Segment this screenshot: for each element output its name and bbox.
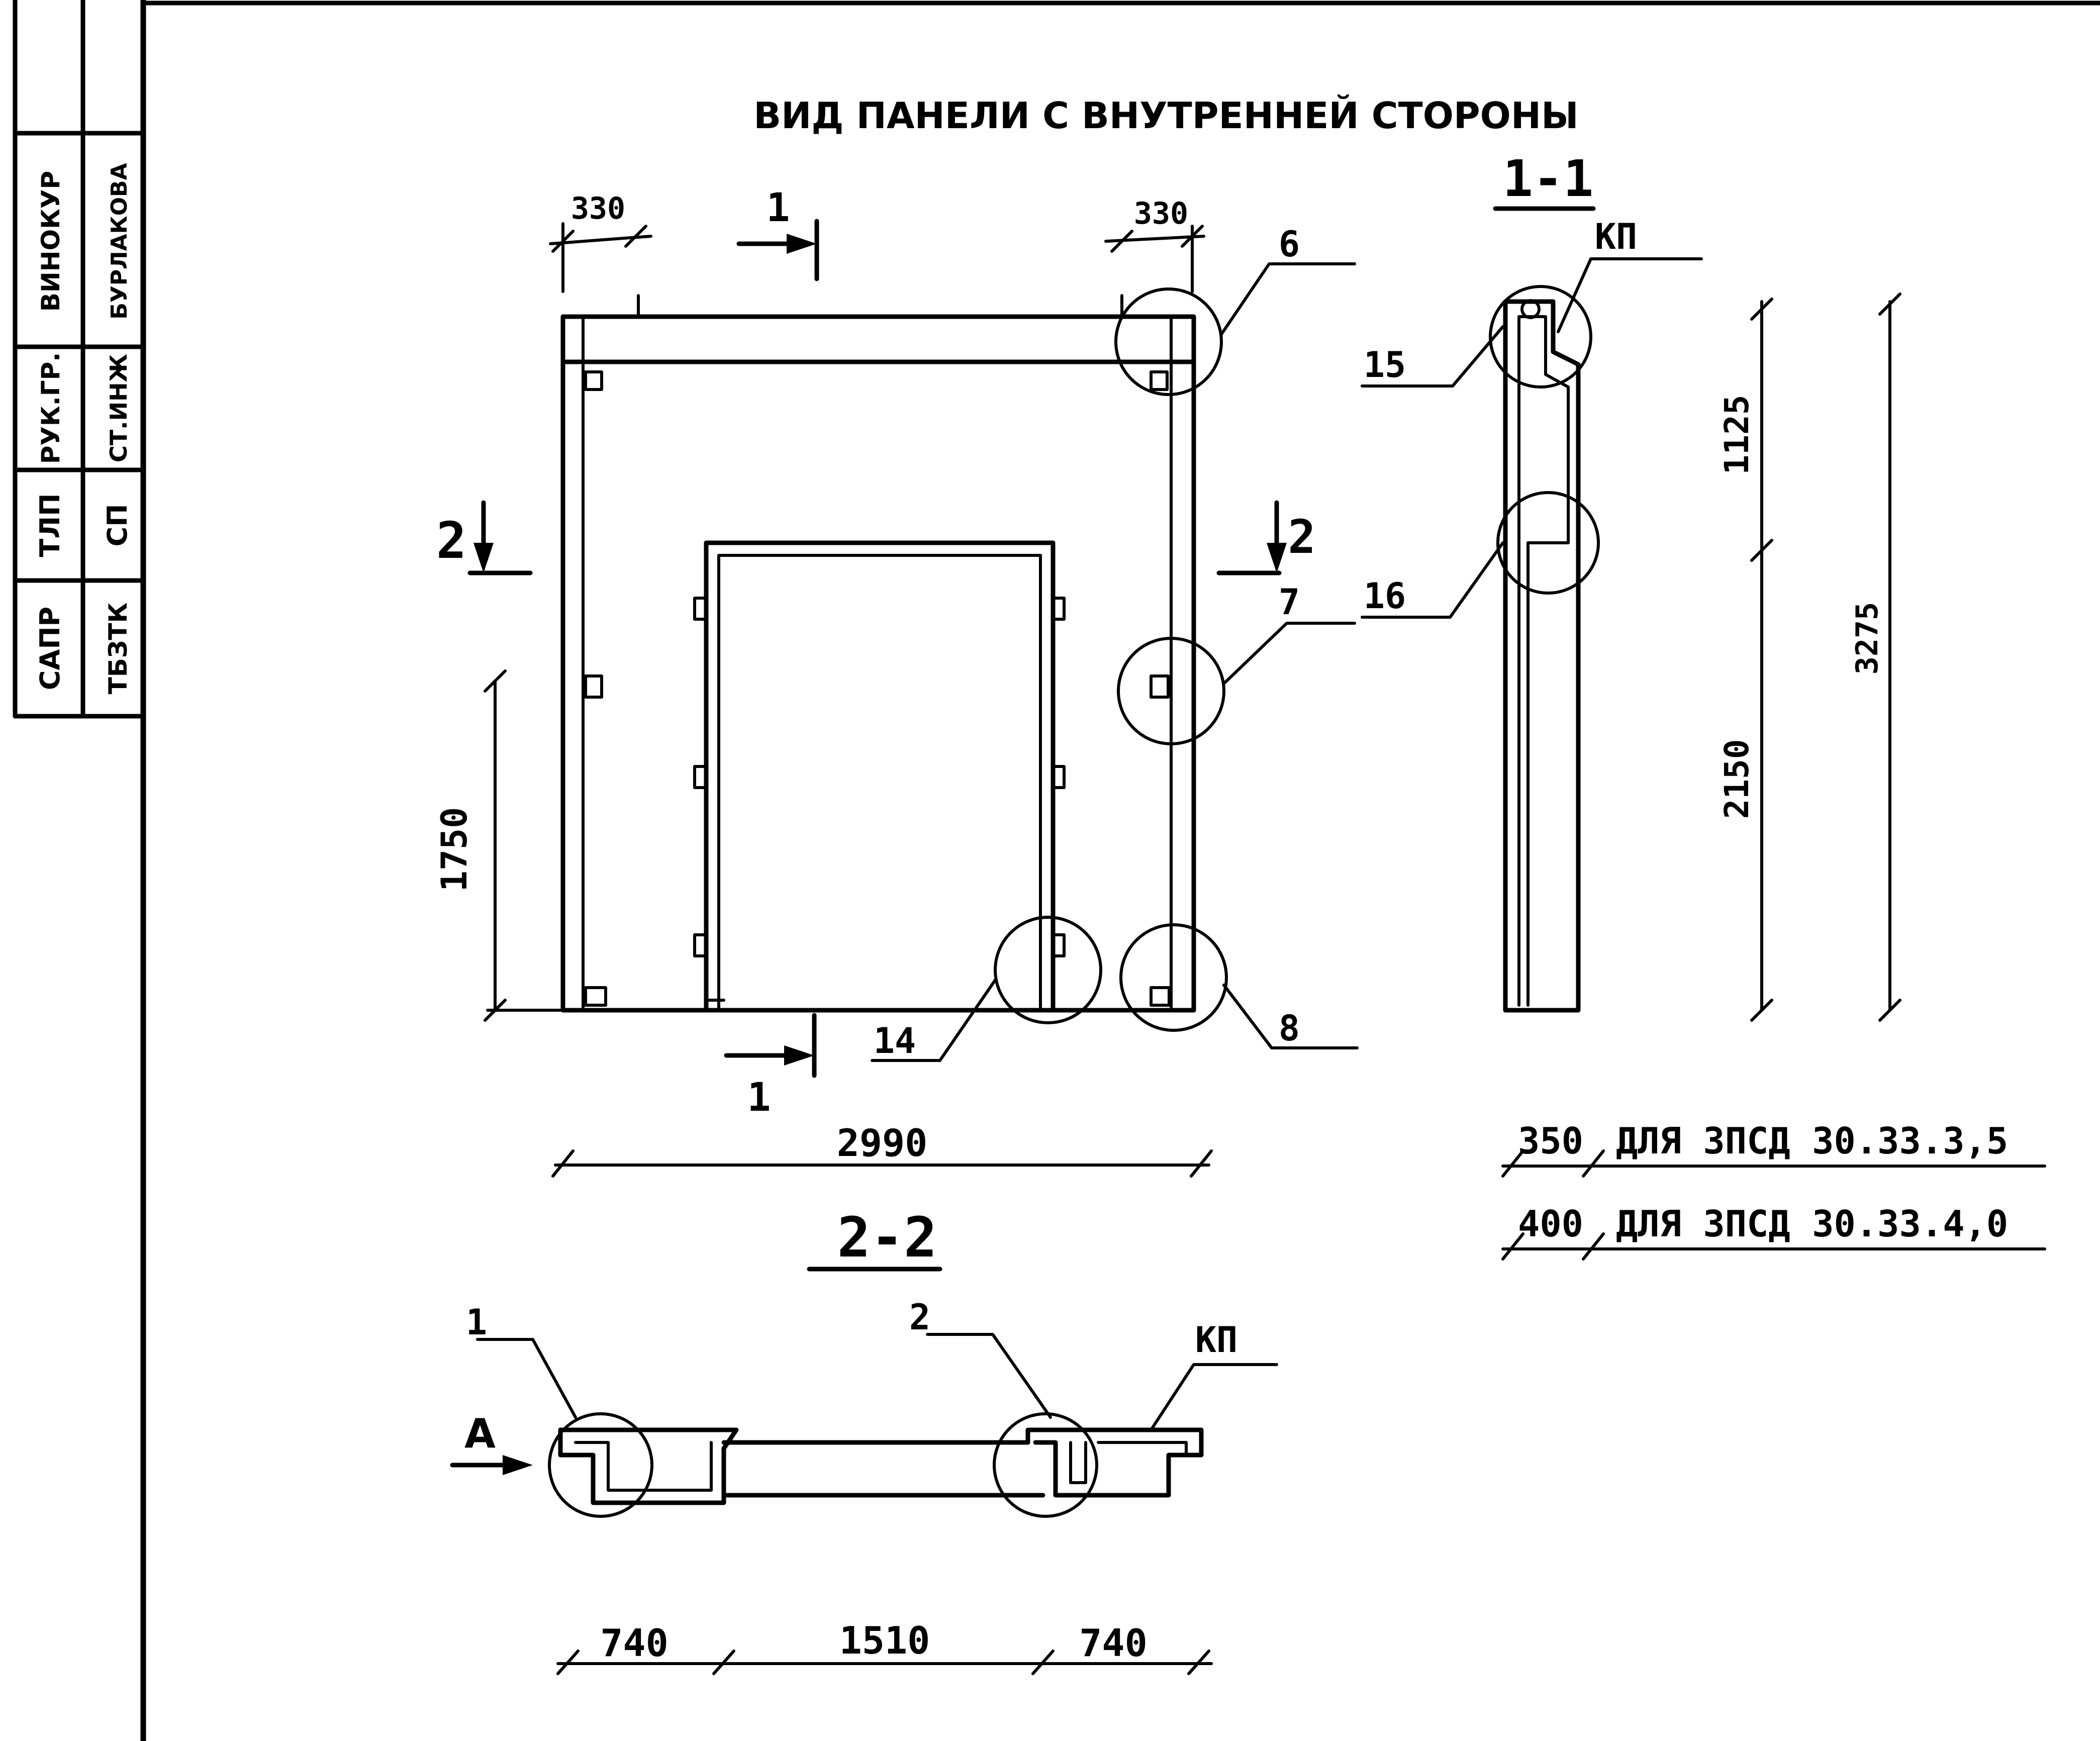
- dim-top-right-330: 330: [1134, 196, 1188, 231]
- front-view-dimension-lines: [484, 222, 1213, 1178]
- section-2-2-kp-label: КП: [1195, 1319, 1237, 1361]
- section-1-bottom-label: 1: [747, 1075, 771, 1120]
- thickness-note-1-value: 350: [1518, 1120, 1583, 1162]
- callout-8: 8: [1279, 1008, 1300, 1049]
- section-1-1-profile: [1361, 257, 1703, 1013]
- callout-6: 6: [1279, 224, 1300, 265]
- callout-7: 7: [1279, 582, 1300, 623]
- stamp-senior-eng: СТ.ИНЖ: [105, 354, 132, 462]
- callout-16: 16: [1364, 575, 1406, 617]
- title-block: ВИНОКУР РУК.ГР. ТЛП САПР БУРЛАКОВА СТ.ИН…: [34, 163, 133, 694]
- section-2-right-label: 2: [1288, 510, 1315, 564]
- thickness-note-2-text: ДЛЯ 3ПСД 30.33.4,0: [1616, 1203, 2008, 1245]
- section-2-left-label: 2: [436, 511, 466, 570]
- stamp-checker: БУРЛАКОВА: [107, 163, 132, 319]
- dim-left-740: 740: [600, 1621, 668, 1665]
- dim-middle-1510: 1510: [839, 1618, 930, 1663]
- dim-left-height-1750: 1750: [434, 807, 475, 892]
- stamp-code: ТБЗТК: [104, 603, 133, 695]
- thickness-notes: [1501, 1149, 2046, 1261]
- stamp-sapr: САПР: [34, 607, 66, 690]
- sheet-frame: [13, 0, 2100, 1741]
- stamp-tlp: ТЛП: [34, 494, 66, 557]
- stamp-author: ВИНОКУР: [36, 171, 65, 312]
- section-2-markers: [467, 500, 1287, 575]
- section-1-1-dimension-lines: [1750, 293, 1901, 1022]
- section-2-2-profile: [450, 1333, 1278, 1518]
- section-1-1-kp-label: КП: [1595, 216, 1637, 257]
- section-2-2-dimension-lines: [556, 1650, 1213, 1675]
- dim-overall-width-2990: 2990: [837, 1121, 928, 1165]
- section-1-markers: [724, 219, 819, 1078]
- callout-1: 1: [466, 1302, 487, 1343]
- stamp-sp: СП: [102, 504, 133, 547]
- dim-lower-2150: 2150: [1717, 739, 1756, 819]
- dim-top-left-330: 330: [571, 191, 625, 226]
- section-1-1-title: 1-1: [1503, 149, 1594, 208]
- panel-front-view: [560, 262, 1359, 1062]
- dim-right-740: 740: [1079, 1621, 1147, 1665]
- dim-total-3275: 3275: [1850, 602, 1885, 675]
- drawing-title: ВИД ПАНЕЛИ С ВНУТРЕННЕЙ СТОРОНЫ: [753, 94, 1579, 137]
- thickness-note-1-text: ДЛЯ 3ПСД 30.33.3,5: [1616, 1120, 2008, 1162]
- callout-15: 15: [1364, 344, 1406, 385]
- callout-2: 2: [909, 1297, 930, 1338]
- section-1-top-label: 1: [767, 185, 790, 231]
- stamp-group-lead: РУК.ГР.: [36, 352, 65, 464]
- section-2-2-title: 2-2: [837, 1205, 937, 1270]
- dim-upper-1125: 1125: [1717, 395, 1756, 475]
- callout-14: 14: [874, 1020, 916, 1061]
- view-arrow-a: А: [464, 1410, 496, 1457]
- thickness-note-2-value: 400: [1518, 1203, 1583, 1245]
